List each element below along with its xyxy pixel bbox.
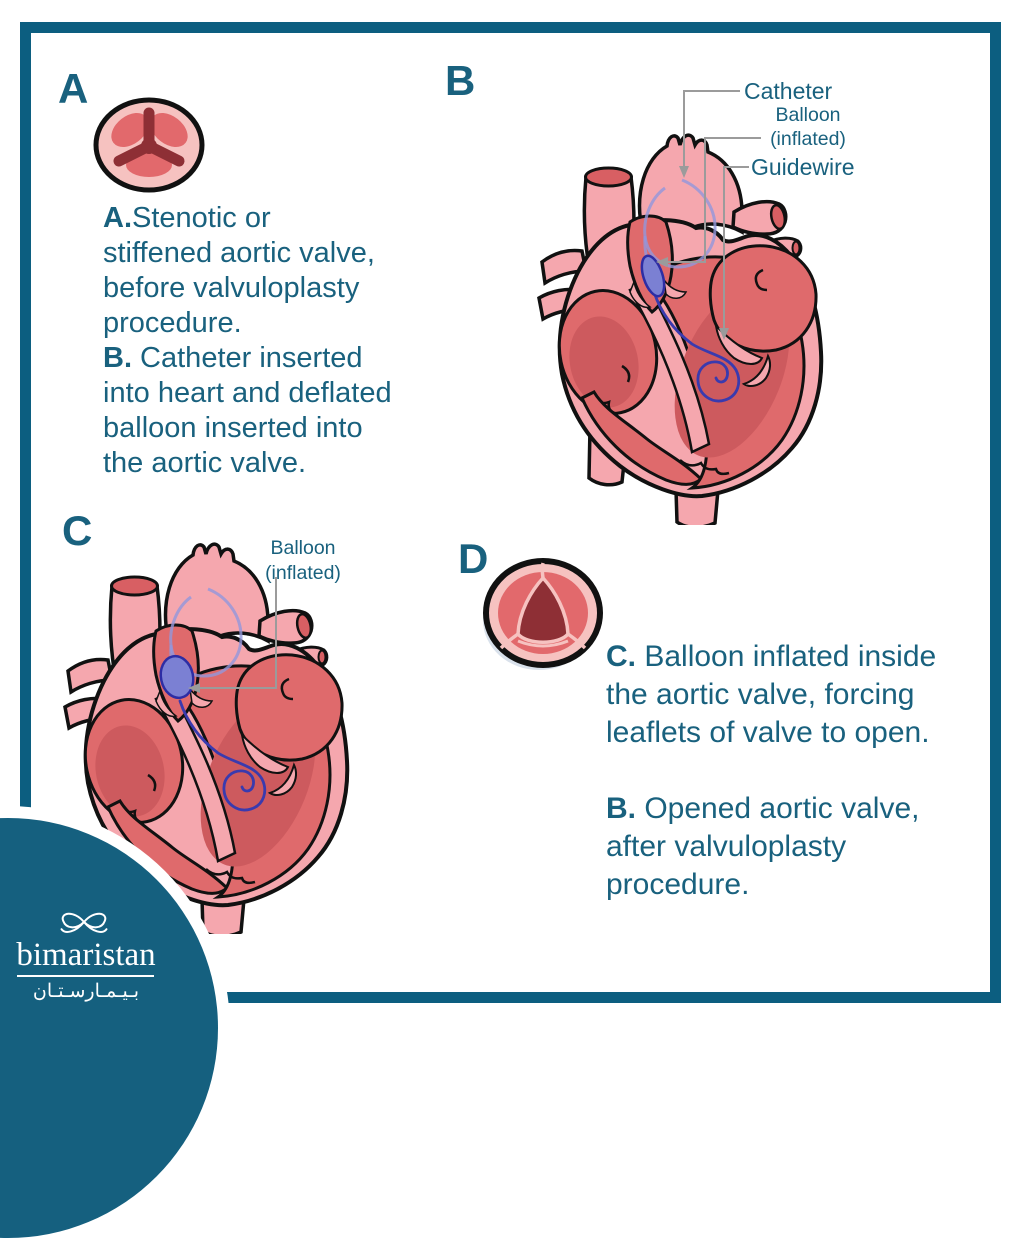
guidewire-label: Guidewire bbox=[751, 154, 855, 180]
heart-balloon-inflated-illustration bbox=[63, 542, 350, 934]
border-frame bbox=[20, 22, 1001, 1003]
panel-d-letter: D bbox=[458, 535, 489, 582]
caption-line: balloon inserted into bbox=[103, 412, 363, 444]
logo-wordmark: bimaristan bbox=[16, 937, 156, 973]
logo-arabic-wordmark: بـيـمـارسـتـان bbox=[32, 981, 140, 1002]
caption-line: procedure. bbox=[103, 307, 242, 339]
balloon-inflated-label-c: Balloon (inflated) bbox=[265, 537, 341, 584]
caption-line: the aortic valve. bbox=[103, 447, 307, 479]
bimaristan-butterfly-icon bbox=[60, 912, 108, 933]
caption-line: into heart and deflated bbox=[103, 377, 392, 409]
caption-line: A.Stenotic or bbox=[103, 202, 271, 234]
caption-line: the aortic valve, forcing bbox=[606, 678, 915, 711]
caption-line: after valvuloplasty bbox=[606, 830, 847, 863]
caption-line: before valvuloplasty bbox=[103, 272, 360, 304]
catheter-label: Catheter bbox=[744, 78, 833, 104]
caption-line: procedure. bbox=[606, 868, 750, 901]
panel-b-letter: B bbox=[445, 57, 476, 104]
caption-line: C. Balloon inflated inside bbox=[606, 640, 937, 673]
caption-c-d: C. Balloon inflated inside the aortic val… bbox=[606, 638, 966, 904]
opened-aortic-valve-illustration bbox=[483, 558, 603, 670]
logo-divider bbox=[17, 975, 154, 977]
panel-c-letter: C bbox=[62, 507, 93, 554]
caption-line bbox=[606, 752, 966, 790]
inflated-balloon-shape bbox=[159, 654, 195, 700]
caption-line: leaflets of valve to open. bbox=[606, 716, 930, 749]
balloon-inflated-label-b: Balloon (inflated) bbox=[770, 104, 846, 150]
heart-catheter-illustration bbox=[537, 133, 824, 525]
panel-a-letter: A bbox=[58, 65, 89, 112]
stenotic-aortic-valve-illustration bbox=[93, 97, 205, 193]
caption-line: B. Catheter inserted bbox=[103, 342, 363, 374]
caption-line: stiffened aortic valve, bbox=[103, 237, 375, 269]
caption-line: B. Opened aortic valve, bbox=[606, 792, 920, 825]
